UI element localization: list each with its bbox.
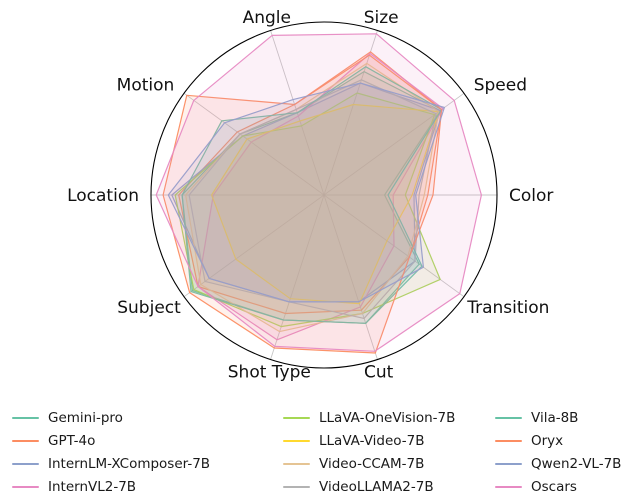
axis-label-transition: Transition xyxy=(466,298,549,318)
legend-swatch-line xyxy=(283,417,310,419)
legend-label: Qwen2-VL-7B xyxy=(531,456,622,472)
legend-item: InternLM-XComposer-7B xyxy=(12,455,210,473)
legend-item: LLaVA-Video-7B xyxy=(283,432,425,450)
axis-label-cut: Cut xyxy=(364,362,394,382)
legend-item: InternVL2-7B xyxy=(12,478,136,496)
legend-label: InternVL2-7B xyxy=(48,479,137,495)
radar-polygon-vila-8b xyxy=(181,66,443,324)
axis-label-color: Color xyxy=(509,186,553,206)
legend-item: Gemini-pro xyxy=(12,409,123,427)
legend-item: Oryx xyxy=(495,432,563,450)
radar-spoke xyxy=(323,30,378,196)
radar-polygon-internvl2-7b xyxy=(197,52,444,341)
radar-polygon-qwen2-vl-7b xyxy=(167,82,445,303)
legend-item: VideoLLAMA2-7B xyxy=(283,478,434,496)
legend-label: Gemini-pro xyxy=(48,410,123,426)
legend-item: Vila-8B xyxy=(495,409,578,427)
legend-item: Qwen2-VL-7B xyxy=(495,455,621,473)
axis-label-size: Size xyxy=(364,8,399,28)
radar-polygon-oscars xyxy=(155,33,482,352)
legend-item: LLaVA-OneVision-7B xyxy=(283,409,455,427)
radar-polygon-internlm-xcomposer-7b xyxy=(171,82,441,303)
radar-outline-circle xyxy=(150,21,498,369)
axis-label-shot-type: Shot Type xyxy=(228,362,311,382)
legend-swatch-line xyxy=(495,417,522,419)
radar-spoke xyxy=(183,92,325,196)
legend-swatch-line xyxy=(495,440,522,442)
legend-swatch-line xyxy=(12,463,39,465)
axis-label-location: Location xyxy=(67,186,139,206)
legend-label: Oscars xyxy=(531,479,577,495)
legend-item: Video-CCAM-7B xyxy=(283,455,424,473)
radar-polygon-llava-onevision-7b xyxy=(174,92,441,328)
legend-swatch-line xyxy=(12,417,39,419)
legend-label: Video-CCAM-7B xyxy=(319,456,425,472)
radar-polygon-llava-video-7b xyxy=(211,103,440,305)
legend-label: VideoLLAMA2-7B xyxy=(319,479,434,495)
radar-spoke xyxy=(323,194,378,360)
axis-label-speed: Speed xyxy=(474,75,527,95)
radar-axis-labels: Color Speed Size AngleMotionLocationSubject… xyxy=(67,8,553,382)
legend-swatch-line xyxy=(12,486,39,488)
axis-label-motion: Motion xyxy=(117,75,175,95)
legend-swatch-line xyxy=(495,463,522,465)
legend-label: GPT-4o xyxy=(48,433,96,449)
axis-label-subject: Subject xyxy=(117,298,181,318)
legend-swatch-line xyxy=(495,486,522,488)
legend-swatch-line xyxy=(283,463,310,465)
legend-item: Oscars xyxy=(495,478,577,496)
radar-svg: Color Speed Size AngleMotionLocationSubject… xyxy=(67,8,553,382)
axis-label-angle: Angle xyxy=(243,8,291,28)
legend-label: InternLM-XComposer-7B xyxy=(48,456,211,472)
legend-swatch-line xyxy=(283,440,310,442)
radar-spoke xyxy=(183,194,325,298)
legend-label: Vila-8B xyxy=(531,410,579,426)
radar-series xyxy=(155,33,482,354)
legend-label: LLaVA-OneVision-7B xyxy=(319,410,456,426)
legend-label: Oryx xyxy=(531,433,564,449)
legend-swatch-line xyxy=(12,440,39,442)
legend-item: GPT-4o xyxy=(12,432,95,450)
radar-polygon-oryx xyxy=(162,54,443,354)
legend-label: LLaVA-Video-7B xyxy=(319,433,425,449)
legend-swatch-line xyxy=(283,486,310,488)
